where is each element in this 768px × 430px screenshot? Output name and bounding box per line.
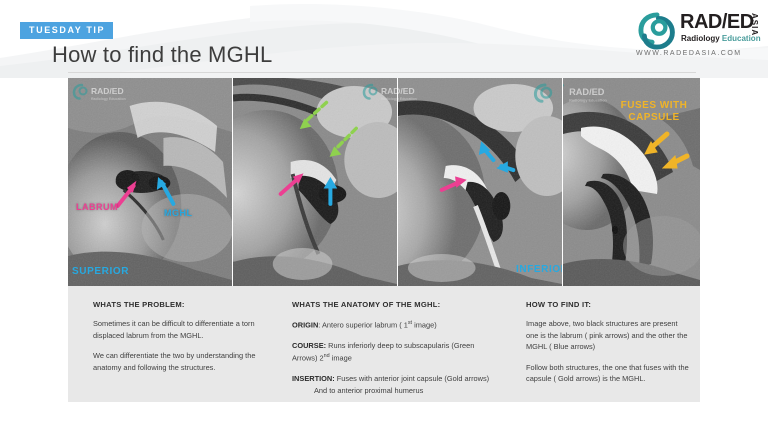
svg-text:RAD/ED: RAD/ED [381, 86, 398, 96]
origin-label: ORIGIN [292, 320, 319, 330]
mri-image-strip: RAD/ED Radiology Education LABRUM MGHL S… [68, 78, 700, 286]
column-howto: HOW TO FIND IT: Image above, two black s… [506, 286, 700, 402]
svg-text:Radiology Education: Radiology Education [569, 99, 607, 103]
mri-image-3 [398, 78, 562, 286]
explanation-panel: WHATS THE PROBLEM: Sometimes it can be d… [68, 286, 700, 402]
page-title: How to find the MGHL [52, 42, 273, 67]
radedasia-mark-icon [638, 12, 675, 50]
insertion-text: Fuses with anterior joint capsule (Gold … [334, 374, 490, 384]
problem-paragraph-1: Sometimes it can be difficult to differe… [93, 319, 255, 340]
logo-tagline: Radiology Education [681, 34, 761, 43]
anatomy-course: COURSE: Runs inferiorly deep to subscapu… [292, 340, 496, 364]
insertion-extra: And to anterior proximal humerus [314, 385, 424, 395]
howto-heading: HOW TO FIND IT: [526, 300, 592, 309]
tuesday-tip-badge: TUESDAY TIP [20, 22, 114, 39]
svg-text:Radiology Education: Radiology Education [91, 97, 126, 101]
course-tail: image [329, 353, 352, 363]
panel-watermark-mark-3 [533, 83, 553, 103]
slide-header: TUESDAY TIP How to find the MGHL RAD/ED … [0, 0, 768, 78]
insertion-label: INSERTION: [292, 374, 335, 384]
svg-text:Radiology Education: Radiology Education [398, 97, 417, 101]
logo-asia-text: ASIA [750, 13, 759, 37]
mri-panel-4[interactable]: RAD/ED Radiology Education FUSES WITH CA… [563, 78, 700, 286]
header-divider [68, 72, 696, 73]
course-label: COURSE: [292, 340, 327, 350]
mri-image-1 [68, 78, 232, 286]
howto-paragraph-2: Follow both structures, the one that fus… [526, 362, 689, 384]
origin-text: : Antero superior labrum ( 1 [318, 320, 408, 330]
logo-tagline-secondary: Education [721, 34, 761, 43]
svg-text:Radiology Education: Radiology Education [381, 97, 398, 101]
course-text: Runs inferiorly deep to subscapularis (G… [292, 340, 475, 363]
problem-heading: WHATS THE PROBLEM: [93, 300, 185, 309]
howto-body: Image above, two black structures are pr… [526, 318, 690, 385]
mri-image-4 [563, 78, 700, 286]
anatomy-insertion: INSERTION: Fuses with anterior joint cap… [292, 373, 496, 396]
panel-watermark-logo-1: RAD/ED Radiology Education [72, 83, 126, 101]
column-problem: WHATS THE PROBLEM: Sometimes it can be d… [68, 286, 284, 402]
svg-text:RAD/ED: RAD/ED [569, 87, 605, 97]
origin-superscript: st [407, 320, 413, 326]
logo-website-url[interactable]: WWW.RADEDASIA.COM [636, 50, 742, 57]
course-superscript: nd [323, 353, 330, 360]
panel-watermark-logo-2: RAD/ED Radiology Education [362, 83, 398, 101]
logo-wordmark: RAD/ED [680, 11, 754, 33]
panel-watermark-logo-4: RAD/ED Radiology Education [563, 84, 608, 103]
anatomy-heading: WHATS THE ANATOMY OF THE MGHL: [292, 300, 441, 309]
problem-paragraph-2: We can differentiate the two by understa… [93, 351, 256, 372]
mri-panel-3[interactable]: RAD/ED Radiology Education [398, 78, 563, 286]
origin-tail: image) [412, 320, 437, 330]
howto-paragraph-1: Image above, two black structures are pr… [526, 319, 688, 351]
logo-tagline-primary: Radiology [681, 34, 720, 43]
column-anatomy: WHATS THE ANATOMY OF THE MGHL: ORIGIN: A… [284, 286, 506, 402]
mri-panel-1[interactable]: RAD/ED Radiology Education LABRUM MGHL S… [68, 78, 233, 286]
svg-text:RAD/ED: RAD/ED [91, 86, 124, 96]
mri-image-2 [233, 78, 397, 286]
anatomy-body: ORIGIN: Antero superior labrum ( 1st ima… [292, 318, 496, 396]
mri-panel-2[interactable]: RAD/ED Radiology Education [233, 78, 398, 286]
panel-watermark-logo-3: RAD/ED Radiology Education [398, 86, 417, 101]
anatomy-origin: ORIGIN: Antero superior labrum ( 1st ima… [292, 318, 496, 331]
problem-body: Sometimes it can be difficult to differe… [93, 318, 274, 373]
svg-text:RAD/ED: RAD/ED [398, 86, 415, 96]
radedasia-logo[interactable]: RAD/ED ASIA Radiology Education WWW.RADE… [600, 8, 761, 70]
